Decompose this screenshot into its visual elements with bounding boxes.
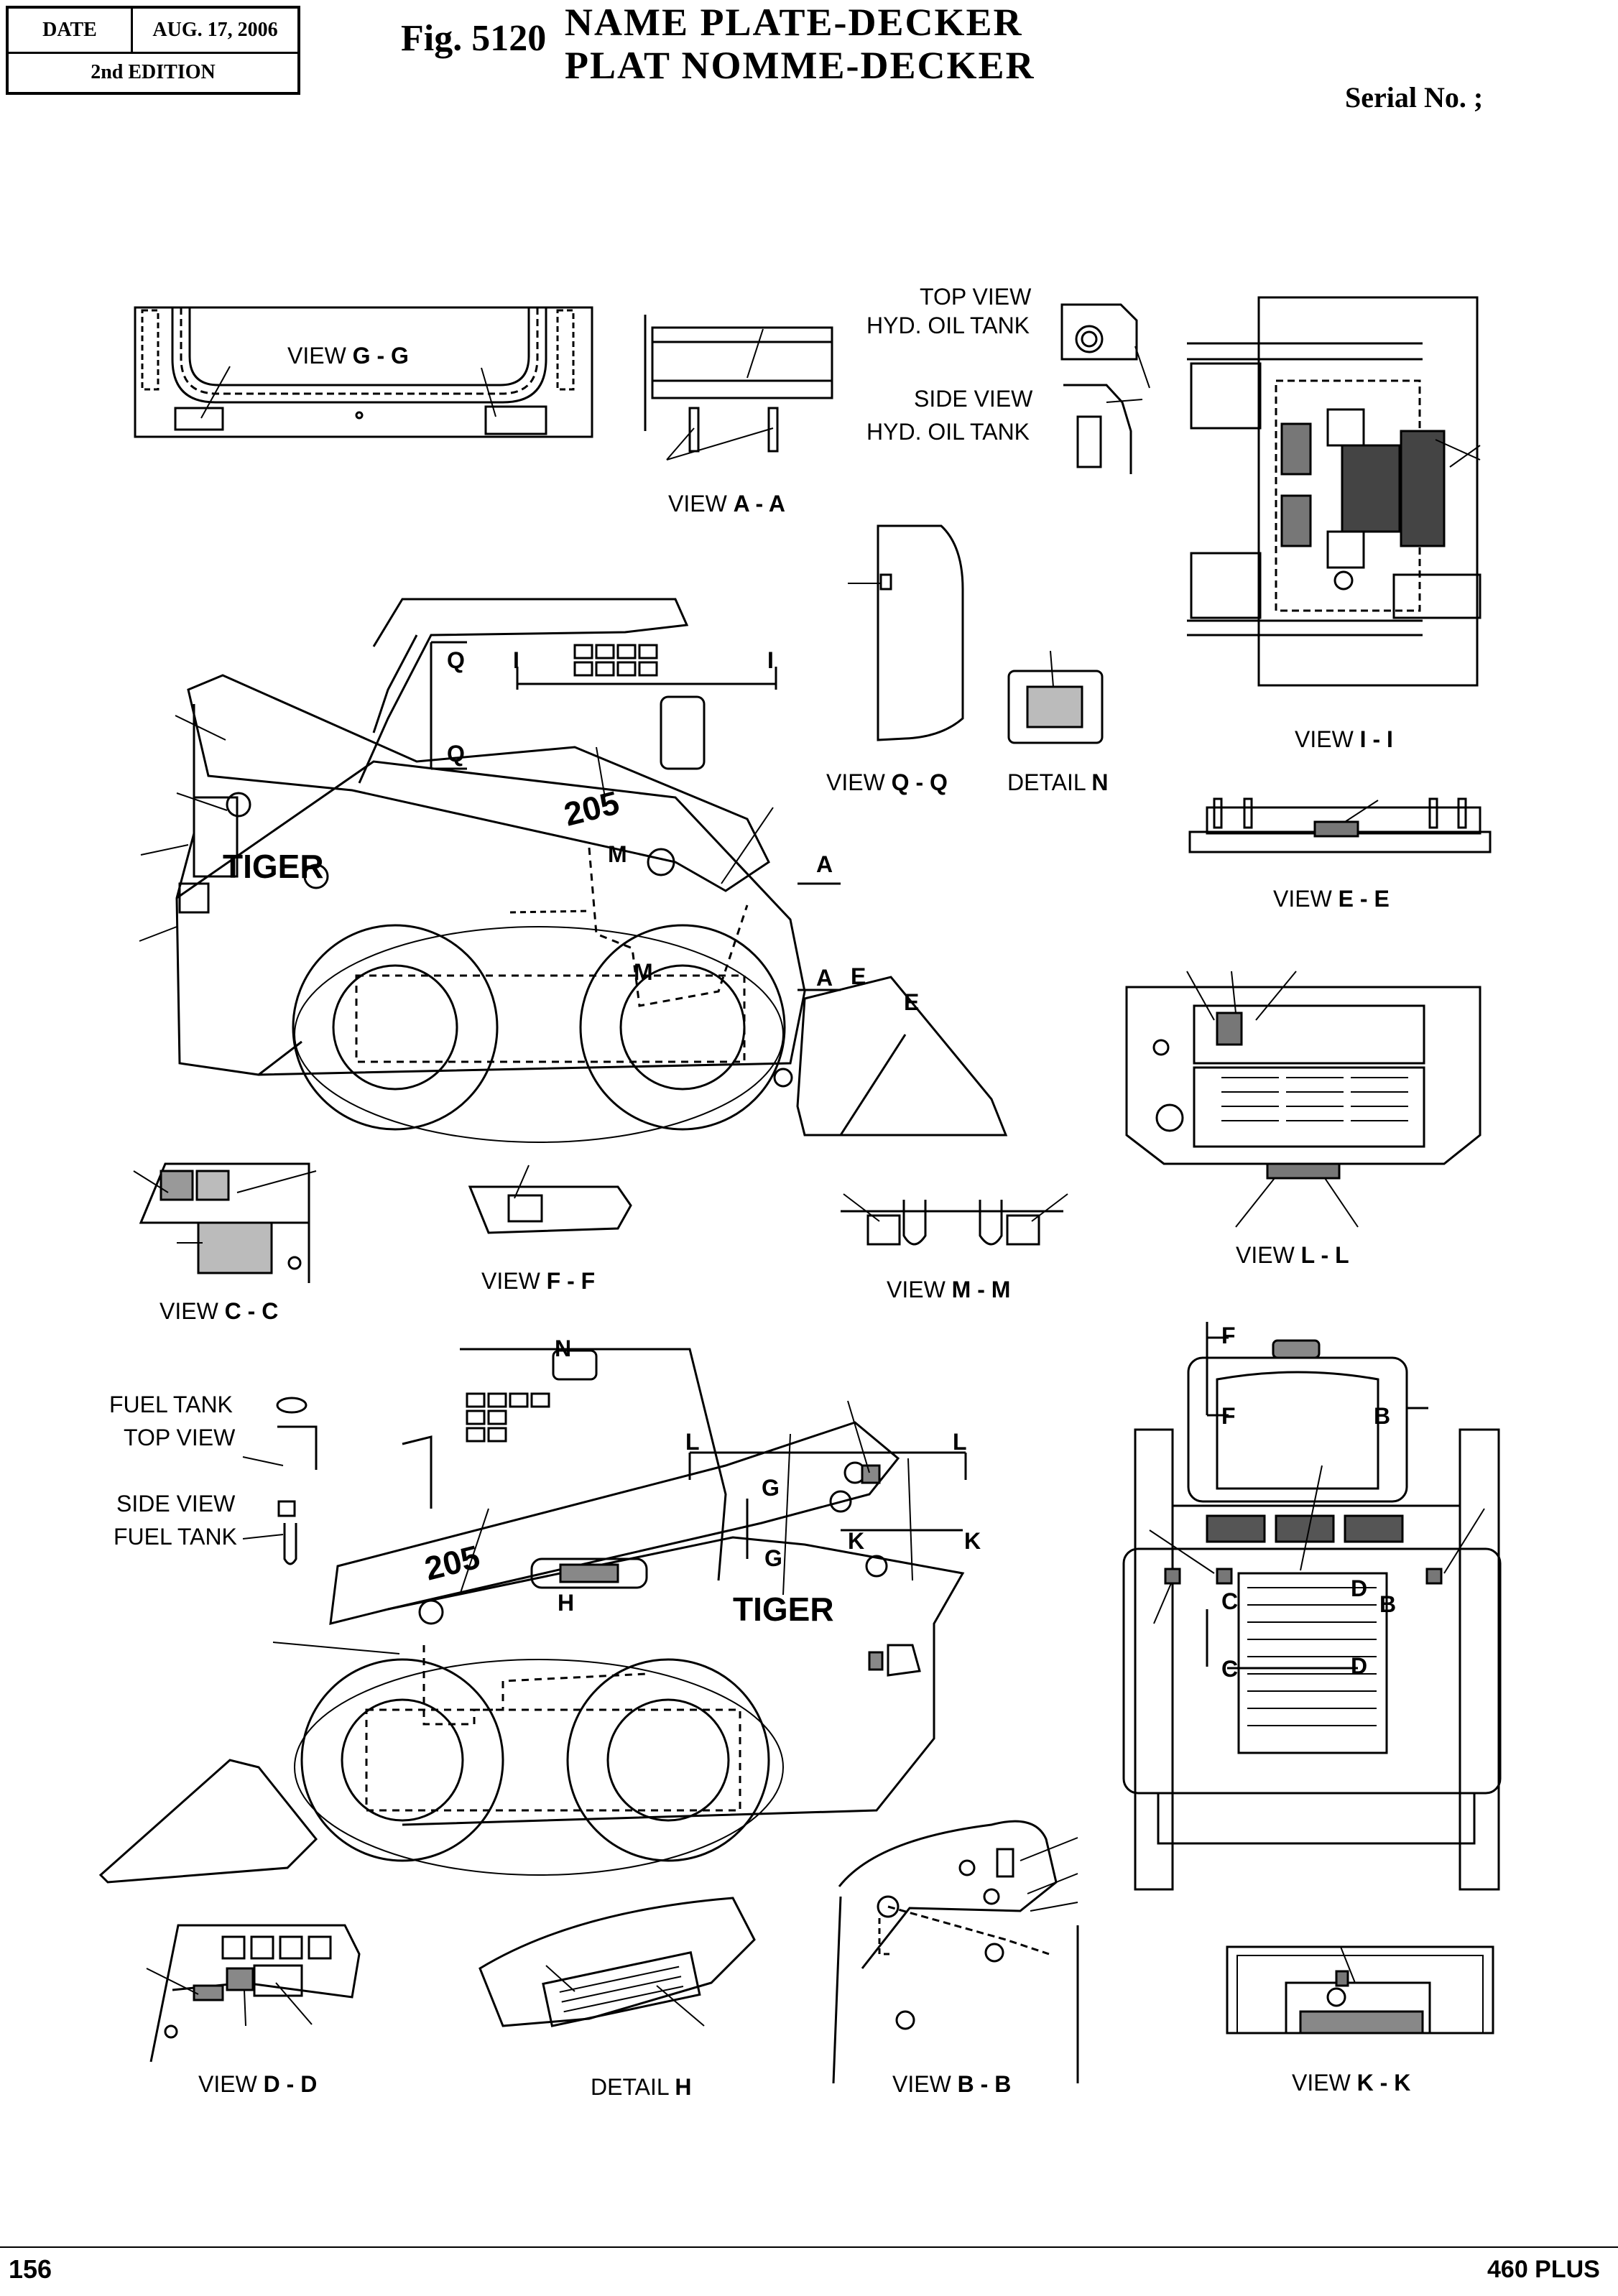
title-french: PLAT NOMME-DECKER xyxy=(565,44,1035,87)
marker-k-right: K xyxy=(964,1528,981,1554)
view-bb-label: VIEW B - B xyxy=(892,2071,1011,2097)
marker-c-top: C xyxy=(1221,1588,1238,1614)
marker-q-top: Q xyxy=(447,647,465,673)
fuel-tank-side-label-1: SIDE VIEW xyxy=(116,1491,236,1517)
marker-d-bottom: D xyxy=(1351,1653,1367,1679)
marker-l-left: L xyxy=(685,1429,700,1455)
marker-d-top: D xyxy=(1351,1575,1367,1601)
serial-number-label: Serial No. ; xyxy=(1345,81,1484,114)
marker-a-bottom: A xyxy=(816,965,833,991)
marker-h: H xyxy=(558,1590,574,1616)
model-decal-lower: 205 xyxy=(421,1538,484,1588)
side-view-label: SIDE VIEW xyxy=(914,386,1033,412)
detail-n-label: DETAIL N xyxy=(1007,769,1108,795)
view-cc-label: VIEW C - C xyxy=(160,1298,278,1324)
marker-f-bottom: F xyxy=(1221,1403,1236,1429)
hyd-oil-tank-drawing xyxy=(1062,305,1150,474)
view-mm-label: VIEW M - M xyxy=(887,1277,1010,1302)
view-ll-label: VIEW L - L xyxy=(1236,1242,1349,1268)
fuel-tank-top-label-1: FUEL TANK xyxy=(109,1392,233,1417)
model-name: 460 PLUS xyxy=(1487,2256,1600,2283)
marker-n: N xyxy=(555,1336,571,1361)
brand-decal-upper: TIGER xyxy=(223,848,324,885)
detail-n-drawing xyxy=(1009,651,1102,743)
page-number: 156 xyxy=(9,2254,52,2284)
view-ff-drawing xyxy=(470,1165,631,1233)
marker-e-bottom: E xyxy=(904,989,919,1015)
loader-upper-drawing xyxy=(139,599,1006,1142)
marker-k-left: K xyxy=(848,1528,864,1554)
view-qq-label: VIEW Q - Q xyxy=(826,769,948,795)
marker-l-right: L xyxy=(953,1429,967,1455)
edition-label: 2nd EDITION xyxy=(91,61,216,83)
marker-b-top: B xyxy=(1374,1403,1390,1429)
marker-g-bottom: G xyxy=(764,1545,782,1571)
marker-e-top: E xyxy=(851,963,866,989)
view-gg-label: VIEW G - G xyxy=(287,343,409,369)
hyd-oil-tank-label-2: HYD. OIL TANK xyxy=(866,419,1030,445)
marker-m-lower: M xyxy=(634,959,653,985)
view-ii-label: VIEW I - I xyxy=(1295,726,1393,752)
view-cc-drawing xyxy=(134,1164,316,1283)
view-gg-drawing xyxy=(135,307,592,437)
marker-q-bottom: Q xyxy=(447,741,465,767)
view-kk-drawing xyxy=(1227,1947,1493,2033)
marker-g-top: G xyxy=(762,1475,780,1501)
top-view-label: TOP VIEW xyxy=(920,284,1032,310)
marker-f-top: F xyxy=(1221,1323,1236,1348)
date-value: AUG. 17, 2006 xyxy=(152,19,278,41)
view-ff-label: VIEW F - F xyxy=(481,1268,595,1294)
view-dd-label: VIEW D - D xyxy=(198,2071,317,2097)
date-edition-box: DATE AUG. 17, 2006 2nd EDITION xyxy=(6,6,300,95)
view-kk-label: VIEW K - K xyxy=(1292,2070,1410,2096)
view-mm-drawing xyxy=(841,1194,1068,1244)
model-decal-upper: 205 xyxy=(560,784,623,833)
view-aa-label: VIEW A - A xyxy=(668,491,785,517)
marker-i-left: I xyxy=(513,647,519,673)
view-aa-drawing xyxy=(645,315,832,460)
loader-lower-drawing xyxy=(101,1349,966,1882)
view-ii-drawing xyxy=(1187,297,1480,685)
marker-b-bottom: B xyxy=(1379,1591,1396,1617)
figure-number: Fig. 5120 xyxy=(401,18,547,59)
view-ll-drawing xyxy=(1127,971,1480,1227)
detail-h-label: DETAIL H xyxy=(591,2074,691,2100)
marker-c-bottom: C xyxy=(1221,1656,1238,1682)
view-dd-drawing xyxy=(147,1925,359,2062)
fuel-tank-drawing xyxy=(243,1398,316,1564)
marker-i-right: I xyxy=(767,647,774,673)
view-ee-label: VIEW E - E xyxy=(1273,886,1390,912)
detail-h-drawing xyxy=(480,1898,754,2026)
fuel-tank-side-label-2: FUEL TANK xyxy=(114,1524,237,1550)
hyd-oil-tank-label-1: HYD. OIL TANK xyxy=(866,313,1030,338)
title-english: NAME PLATE-DECKER xyxy=(565,1,1023,44)
brand-decal-lower: TIGER xyxy=(733,1591,834,1628)
front-view-drawing xyxy=(1124,1322,1500,1889)
fuel-tank-top-label-2: TOP VIEW xyxy=(124,1425,236,1450)
marker-m-upper: M xyxy=(608,841,627,867)
view-bb-drawing xyxy=(833,1821,1078,2083)
marker-a-top: A xyxy=(816,851,833,877)
date-label: DATE xyxy=(9,9,133,52)
view-qq-drawing xyxy=(848,526,963,740)
view-ee-drawing xyxy=(1190,799,1490,852)
